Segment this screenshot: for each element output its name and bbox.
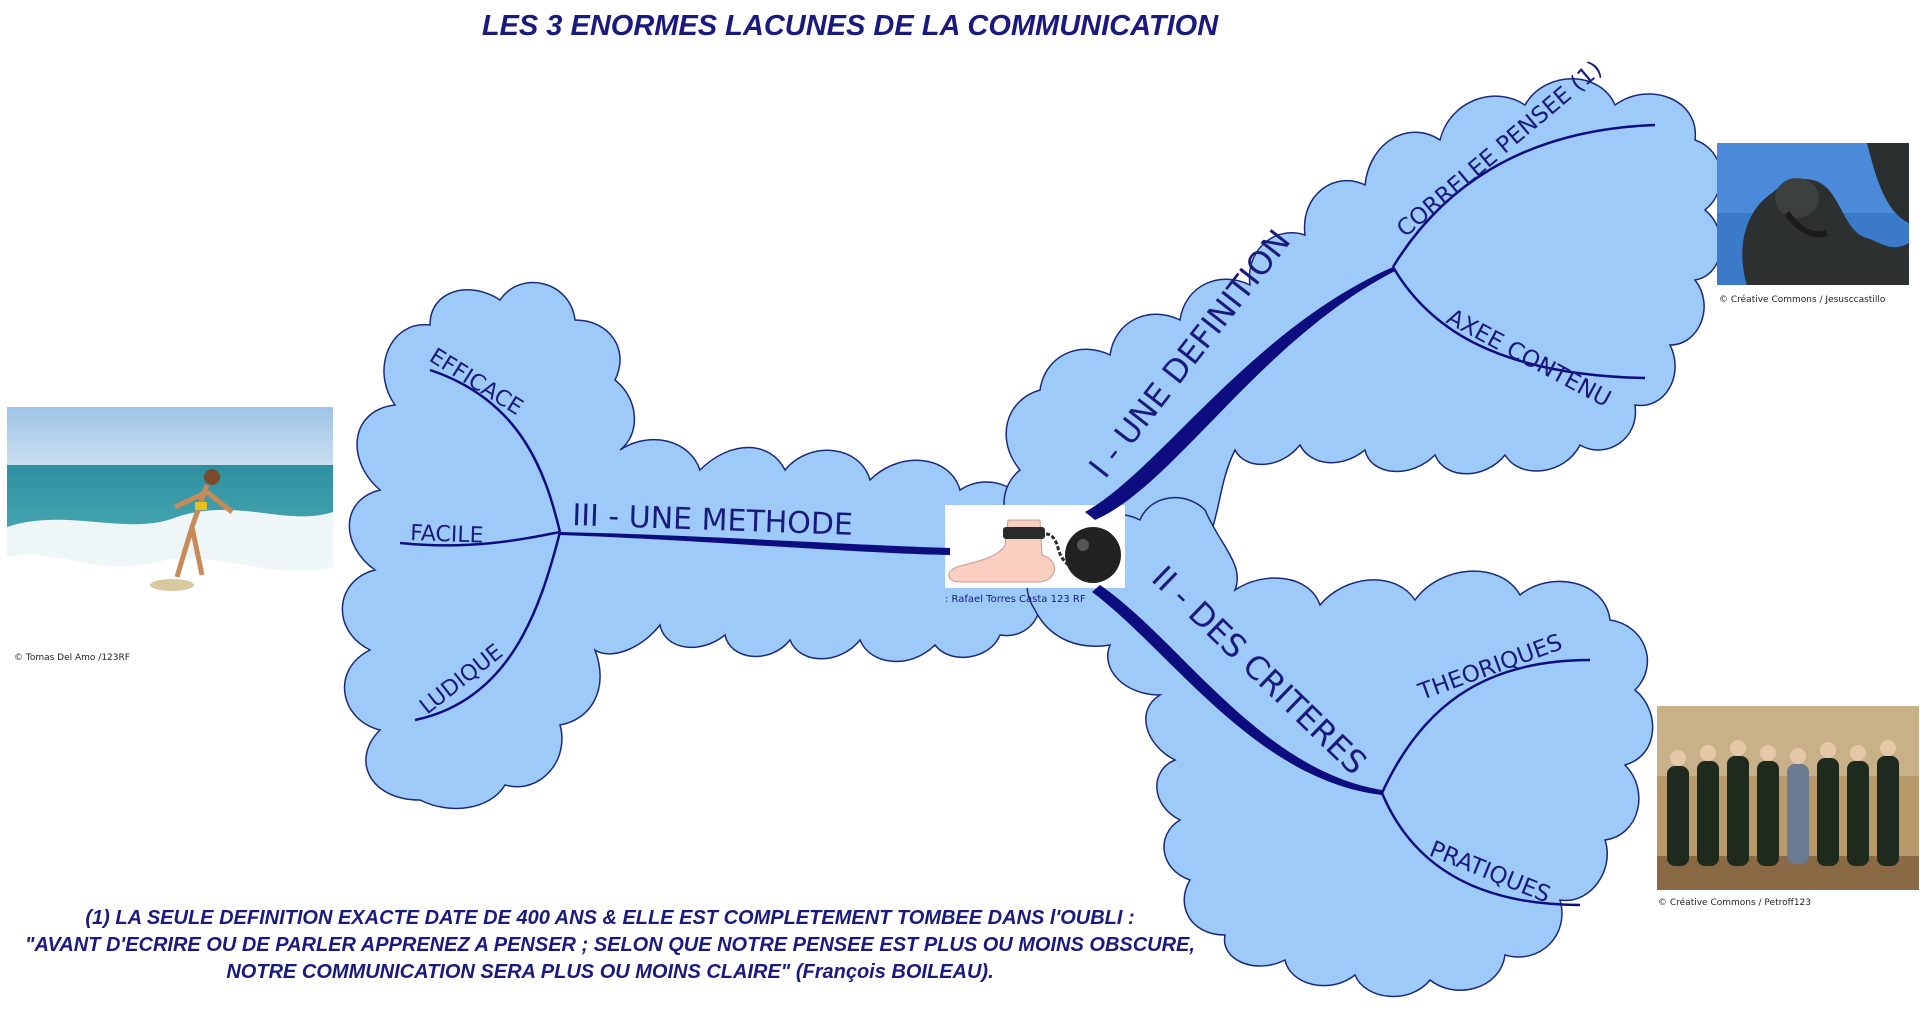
branch-lines	[560, 267, 1395, 795]
sub-line-facile	[399, 530, 561, 547]
photo-surfer	[7, 407, 333, 647]
ankle-chain-icon	[948, 519, 1121, 583]
page-title: LES 3 ENORMES LACUNES DE LA COMMUNICATIO…	[481, 10, 1219, 42]
footnote-line-2: "AVANT D'ECRIRE OU DE PARLER APPRENEZ A …	[25, 934, 1195, 956]
photo-academy	[1657, 706, 1919, 890]
footnote: (1) LA SEULE DEFINITION EXACTE DATE DE 4…	[0, 905, 1220, 986]
academy-image	[1657, 706, 1919, 890]
label-facile: FACILE	[410, 521, 484, 549]
branch-line-definition	[1085, 267, 1395, 520]
sub-line-efficace	[429, 368, 562, 533]
sub-line-theoriques	[1380, 658, 1591, 794]
surfer-image	[7, 407, 333, 647]
cloud-methode	[341, 281, 1054, 810]
branch-line-criteres	[1092, 585, 1382, 795]
center-node: : Rafael Torres Casta 123 RF	[945, 505, 1125, 605]
footnote-line-1: (1) LA SEULE DEFINITION EXACTE DATE DE 4…	[85, 907, 1135, 929]
photo-thinker	[1717, 143, 1909, 285]
sub-line-correlee	[1391, 123, 1656, 268]
credit-thinker: © Créative Commons / Jesusccastillo	[1719, 295, 1886, 305]
center-credit: : Rafael Torres Casta 123 RF	[945, 594, 1086, 605]
thinker-image	[1717, 143, 1909, 285]
credit-academy: © Créative Commons / Petroff123	[1658, 898, 1811, 908]
sub-line-pratiques	[1380, 792, 1581, 907]
sub-line-axee	[1391, 266, 1646, 380]
credit-surfer: © Tomas Del Amo /123RF	[14, 653, 130, 663]
cloud-criteres	[1026, 496, 1654, 998]
sub-line-ludique	[414, 531, 562, 722]
branch-line-methode	[560, 532, 950, 555]
footnote-line-3: NOTRE COMMUNICATION SERA PLUS OU MOINS C…	[226, 961, 994, 983]
sub-branch-lines	[399, 123, 1656, 907]
